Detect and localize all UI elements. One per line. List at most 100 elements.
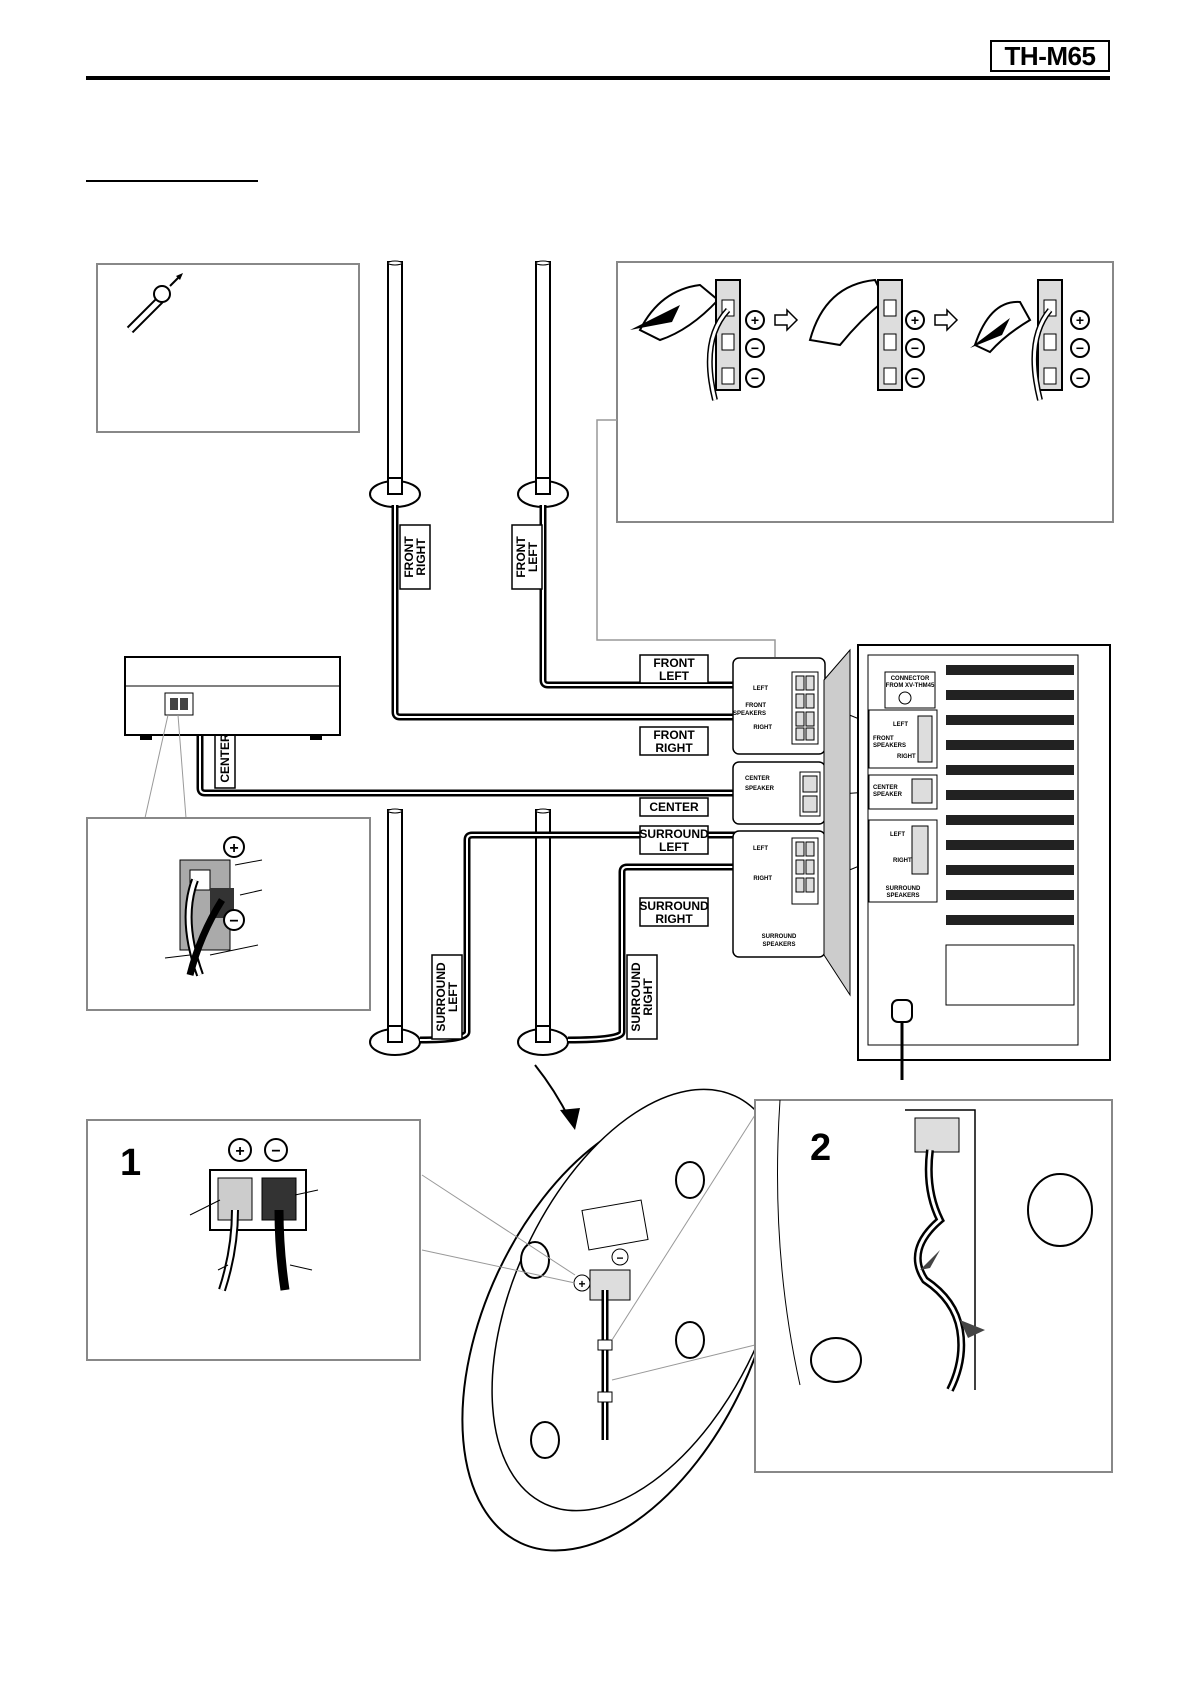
svg-text:+: + — [229, 840, 238, 857]
svg-text:−: − — [229, 913, 238, 930]
svg-text:−: − — [616, 1251, 623, 1265]
svg-text:SURROUND: SURROUND — [639, 899, 709, 913]
svg-text:RIGHT: RIGHT — [655, 912, 693, 926]
minus-icon — [1070, 338, 1090, 358]
release-arrow-icon — [970, 318, 1010, 348]
svg-text:FRONT: FRONT — [873, 736, 894, 742]
svg-text:LEFT: LEFT — [893, 722, 908, 728]
center-terminal-closeup: + − — [86, 817, 371, 1011]
svg-text:FROM XV-THM45: FROM XV-THM45 — [886, 683, 935, 689]
svg-text:LEFT: LEFT — [659, 840, 690, 854]
svg-text:FRONT: FRONT — [653, 656, 695, 670]
center-speaker — [124, 656, 341, 740]
vent-slots — [946, 665, 1074, 925]
svg-text:LEFT: LEFT — [753, 686, 768, 692]
svg-text:CENTER: CENTER — [649, 800, 699, 814]
plus-icon — [223, 836, 245, 858]
svg-text:SURROUND: SURROUND — [629, 962, 643, 1032]
svg-text:SPEAKERS: SPEAKERS — [873, 743, 906, 749]
wire-tag-center: CENTER — [214, 727, 236, 789]
minus-icon — [905, 338, 925, 358]
minus-icon — [1070, 368, 1090, 388]
svg-text:RIGHT: RIGHT — [753, 725, 772, 731]
svg-text:SURROUND: SURROUND — [434, 962, 448, 1032]
minus-icon — [745, 338, 765, 358]
guide-arrow-icon — [920, 1250, 940, 1270]
step-1-box: 1 + − — [86, 1119, 421, 1361]
minus-icon — [223, 909, 245, 931]
svg-text:FRONT: FRONT — [745, 703, 766, 709]
svg-text:LEFT: LEFT — [753, 846, 768, 852]
svg-text:RIGHT: RIGHT — [753, 876, 772, 882]
svg-text:SPEAKER: SPEAKER — [873, 792, 903, 798]
model-badge: TH-M65 — [990, 40, 1110, 72]
svg-text:+: + — [578, 1277, 585, 1291]
wire-tag-front-right: FRONT RIGHT — [399, 524, 431, 590]
svg-text:RIGHT: RIGHT — [641, 978, 655, 1016]
clip-steps-box: + − − + − − — [616, 261, 1114, 523]
svg-text:CENTER: CENTER — [873, 785, 898, 791]
svg-text:FRONT: FRONT — [653, 728, 695, 742]
svg-text:+: + — [751, 312, 759, 328]
svg-text:SURROUND: SURROUND — [886, 886, 921, 892]
svg-text:CONNECTOR: CONNECTOR — [891, 676, 930, 682]
svg-text:+: + — [235, 1143, 244, 1160]
next-arrow-icon — [774, 308, 799, 332]
wire-tag-surround-right: SURROUND RIGHT — [626, 954, 658, 1040]
speaker-base-bottom: + − — [421, 1064, 789, 1552]
minus-icon — [745, 368, 765, 388]
minus-icon — [611, 1248, 629, 1266]
svg-text:SPEAKERS: SPEAKERS — [762, 942, 795, 948]
minus-icon — [264, 1138, 288, 1162]
step-2-box: 2 — [754, 1099, 1113, 1473]
svg-text:LEFT: LEFT — [890, 832, 905, 838]
plus-icon — [745, 310, 765, 330]
svg-text:CENTER: CENTER — [218, 733, 232, 783]
front-right-speaker — [369, 260, 421, 508]
curved-arrow-icon — [560, 1108, 580, 1130]
next-arrow-icon — [934, 308, 959, 332]
svg-text:−: − — [911, 340, 919, 356]
surround-right-speaker — [517, 808, 569, 1056]
svg-text:SURROUND: SURROUND — [639, 827, 709, 841]
clip-step-1: + − − — [630, 279, 799, 401]
plus-icon — [228, 1138, 252, 1162]
svg-text:RIGHT: RIGHT — [655, 741, 693, 755]
clip-step-3: + − − — [970, 279, 1090, 401]
svg-text:−: − — [911, 370, 919, 386]
svg-text:+: + — [1076, 312, 1084, 328]
label-center: CENTER — [639, 797, 709, 817]
svg-text:−: − — [751, 340, 759, 356]
svg-text:FRONT: FRONT — [402, 536, 416, 578]
label-surround-left: SURROUND LEFT — [639, 825, 709, 855]
svg-text:SPEAKER: SPEAKER — [745, 786, 775, 792]
wire-tag-surround-left: SURROUND LEFT — [431, 954, 463, 1040]
guide-arrow-icon — [960, 1320, 985, 1338]
push-arrow-icon — [630, 305, 680, 330]
svg-text:2: 2 — [810, 1127, 831, 1169]
label-surround-right: SURROUND RIGHT — [639, 897, 709, 927]
header-rule — [86, 76, 1110, 80]
svg-text:FRONT: FRONT — [514, 536, 528, 578]
svg-text:−: − — [1076, 370, 1084, 386]
clip-step-2: + − − — [808, 278, 959, 391]
svg-text:SURROUND: SURROUND — [762, 934, 797, 940]
minus-icon — [905, 368, 925, 388]
svg-text:LEFT: LEFT — [446, 981, 460, 1012]
svg-text:SPEAKERS: SPEAKERS — [733, 711, 766, 717]
cord-tip-box — [96, 263, 360, 433]
wire-tag-front-left: FRONT LEFT — [511, 524, 543, 590]
svg-text:−: − — [1076, 340, 1084, 356]
svg-text:SPEAKERS: SPEAKERS — [886, 893, 919, 899]
svg-text:1: 1 — [120, 1142, 141, 1184]
plus-icon — [905, 310, 925, 330]
subwoofer-rear: CONNECTOR FROM XV-THM45 LEFT FRONT SPEAK… — [823, 644, 1111, 1080]
front-left-speaker — [517, 260, 569, 508]
label-front-right: FRONT RIGHT — [639, 726, 709, 756]
label-front-left: FRONT LEFT — [639, 654, 709, 684]
svg-text:−: − — [751, 370, 759, 386]
svg-text:+: + — [911, 312, 919, 328]
svg-text:LEFT: LEFT — [526, 541, 540, 572]
svg-text:RIGHT: RIGHT — [897, 754, 916, 760]
